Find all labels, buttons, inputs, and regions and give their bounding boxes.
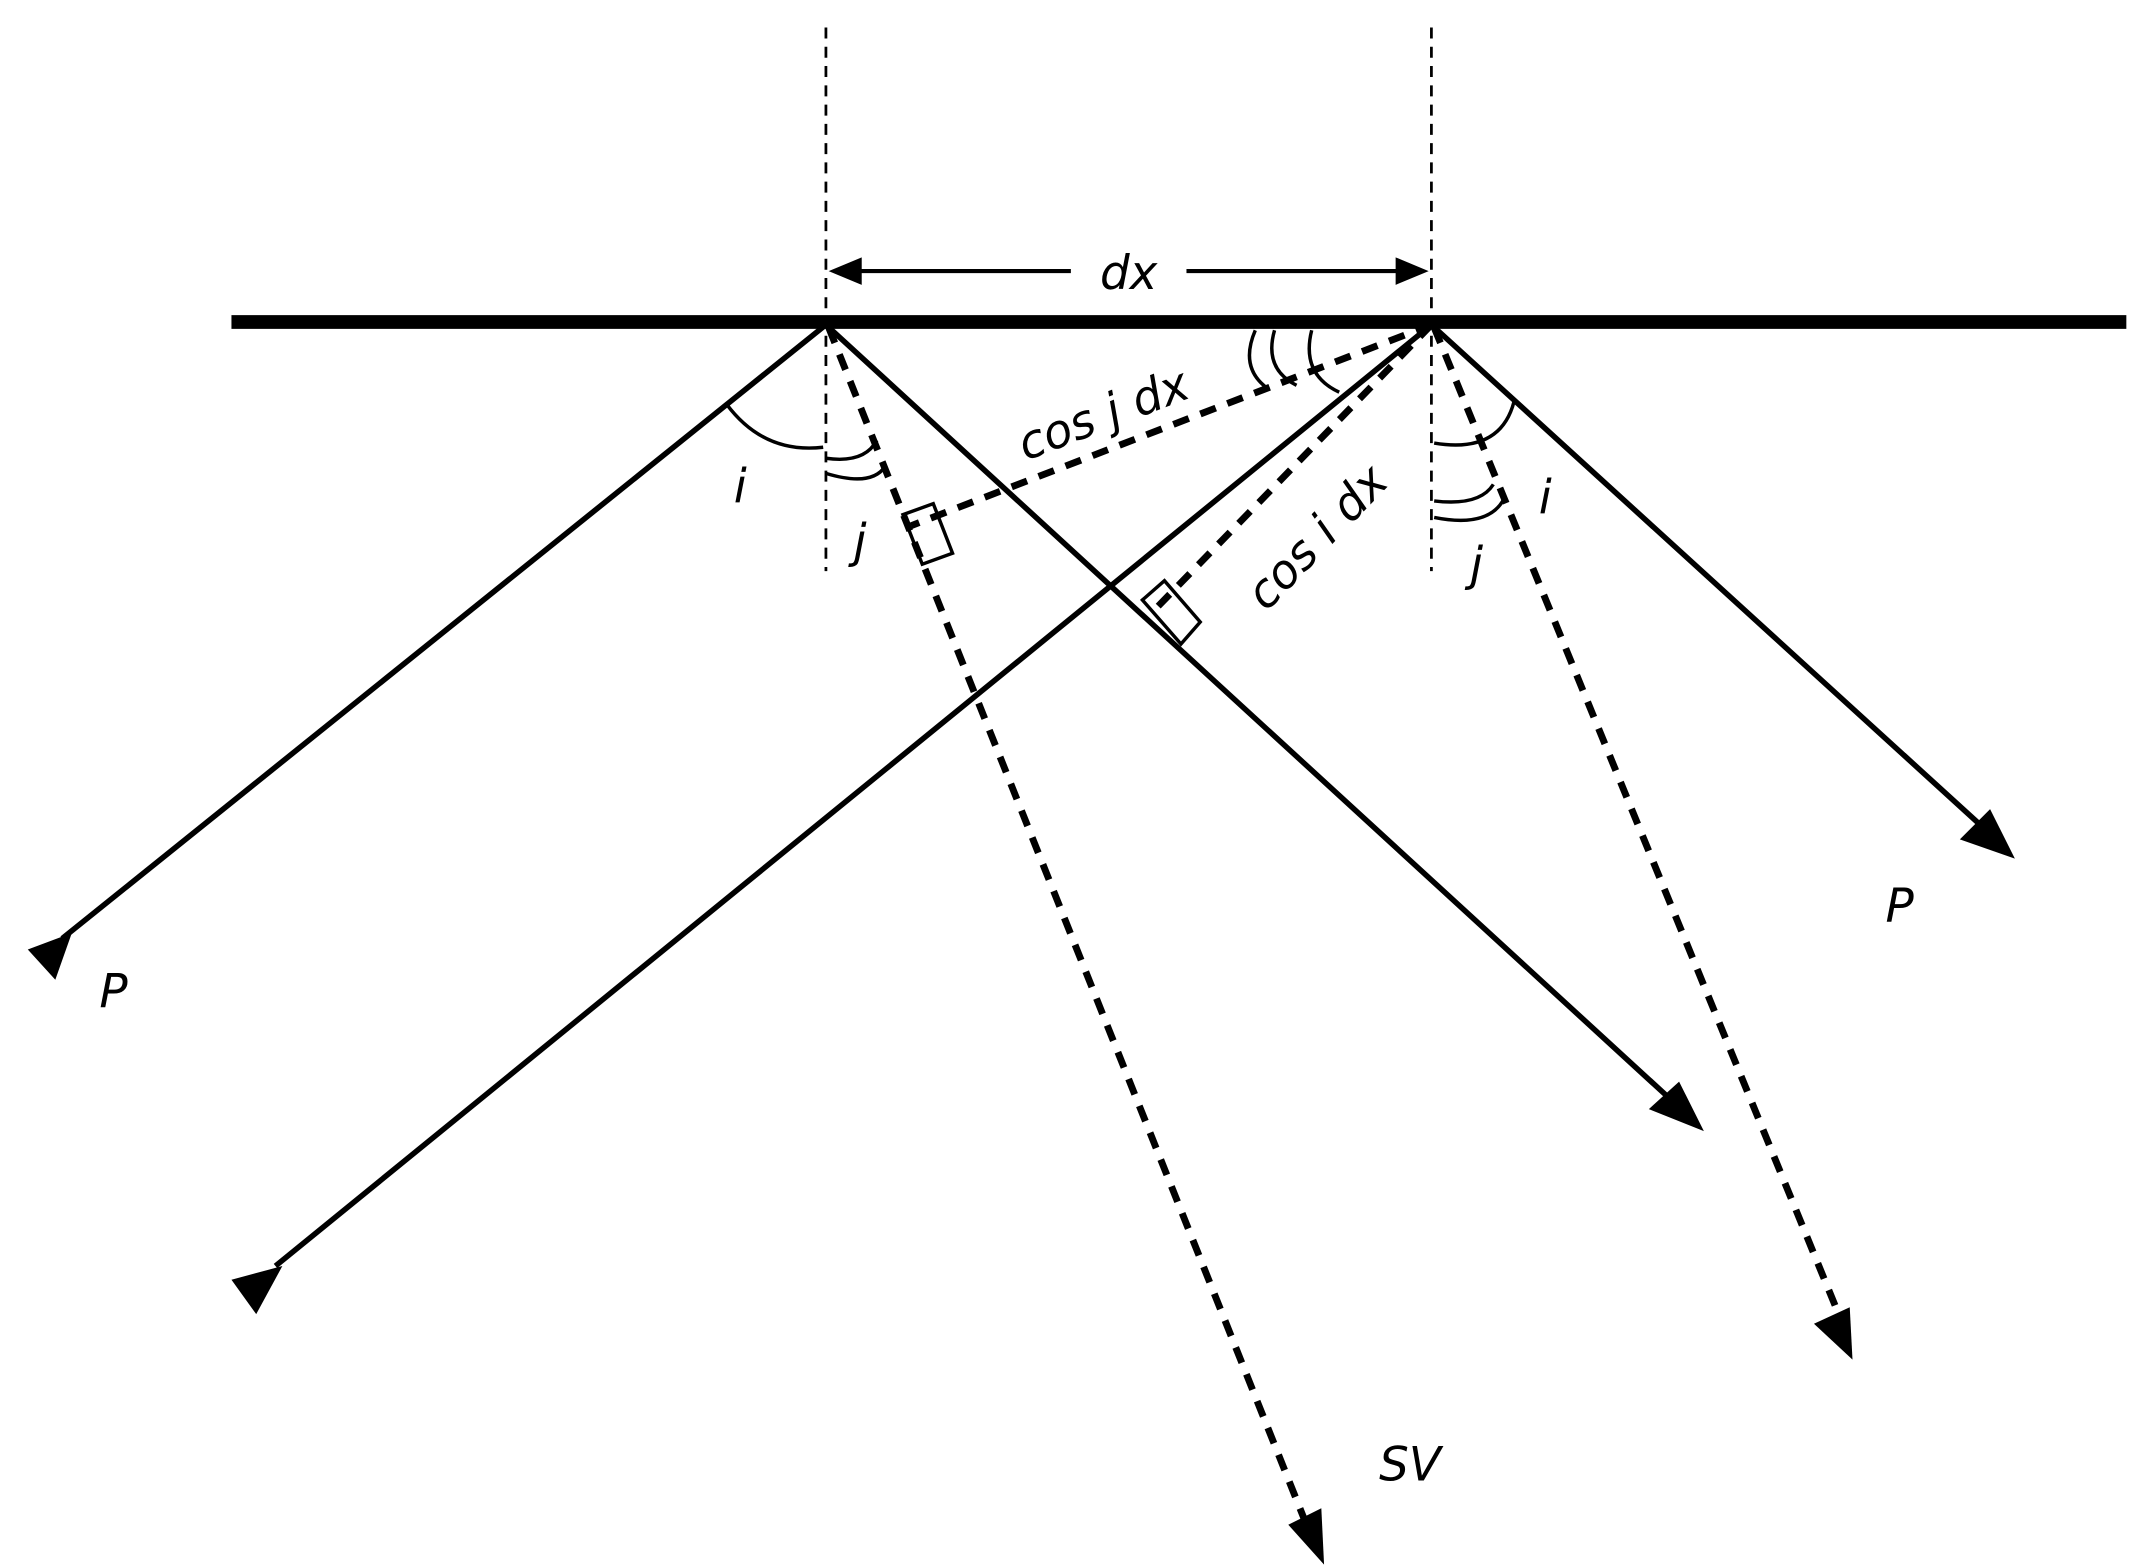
cos-j-dx-label: cos j dx bbox=[1010, 357, 1197, 472]
dx-dimension: dx bbox=[828, 247, 1429, 301]
cos-i-dx-line bbox=[1153, 322, 1434, 611]
p-ray-left-2 bbox=[231, 322, 1434, 1315]
arrowhead-icon bbox=[1288, 1508, 1325, 1565]
arrowhead-icon bbox=[1959, 809, 2015, 859]
arrowhead-icon bbox=[231, 1266, 283, 1315]
angle-j-left-label: j bbox=[847, 515, 866, 569]
p-ray-right-2 bbox=[1429, 322, 2015, 859]
p-right-label: P bbox=[1886, 880, 1915, 934]
dx-label: dx bbox=[1100, 247, 1159, 301]
angle-i-right-label: i bbox=[1539, 471, 1552, 525]
right-angle-marker bbox=[1140, 578, 1203, 647]
sv-label: SV bbox=[1379, 1439, 1444, 1493]
angle-j-right-label: j bbox=[1464, 539, 1483, 593]
arrowhead-icon bbox=[1813, 1307, 1853, 1360]
p-ray-right-1 bbox=[824, 322, 1704, 1132]
p-left-label: P bbox=[99, 965, 128, 1019]
p-ray-left-1 bbox=[27, 322, 828, 980]
cos-j-dx-line bbox=[910, 321, 1433, 529]
angle-arcs bbox=[725, 329, 1516, 523]
right-angle-marker bbox=[900, 501, 955, 567]
arrowhead-icon bbox=[27, 932, 72, 980]
sv-ray-2 bbox=[1430, 326, 1853, 1360]
cos-i-dx-label: cos i dx bbox=[1236, 454, 1400, 621]
arrowhead-icon bbox=[1648, 1081, 1704, 1132]
angle-i-left-label: i bbox=[734, 460, 747, 514]
